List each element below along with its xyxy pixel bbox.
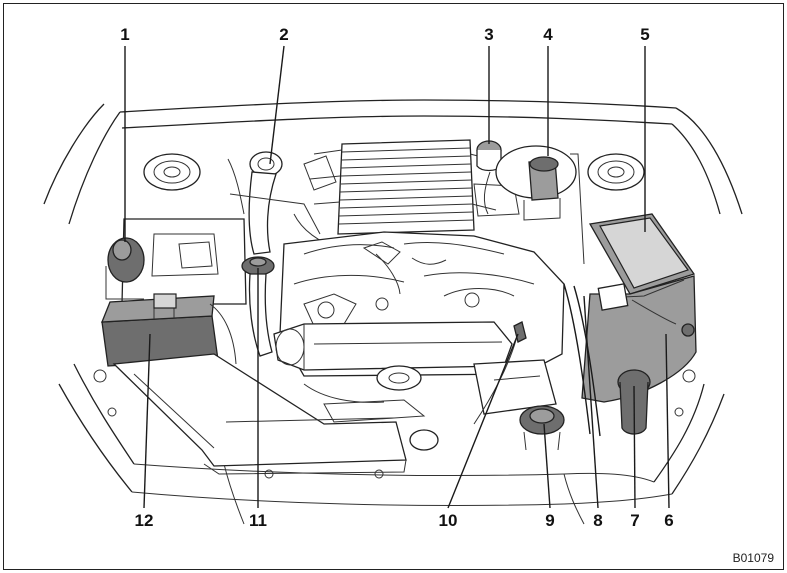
leader-line-9 xyxy=(543,423,551,509)
leader-lines xyxy=(124,45,670,509)
part-5-fuse-box xyxy=(588,213,696,295)
engine-bay-diagram: 1 2 3 4 5 6 7 8 9 10 11 12 B01079 xyxy=(43,25,775,565)
part-3-reservoir xyxy=(473,140,520,217)
part-4-brake-reservoir xyxy=(495,145,585,265)
leader-line-7 xyxy=(633,385,636,509)
left-strut-tower xyxy=(143,153,201,191)
leader-line-12 xyxy=(143,333,151,509)
diagram-frame: 1 2 3 4 5 6 7 8 9 10 11 12 B01079 xyxy=(3,3,784,570)
part-12-battery xyxy=(101,293,237,367)
part-6-coolant-tank xyxy=(581,275,697,403)
intercooler xyxy=(309,139,497,235)
leader-line-8 xyxy=(583,295,599,509)
part-1-washer-tank xyxy=(105,218,247,305)
callout-8: 8 xyxy=(593,511,602,530)
engine-lower-detail xyxy=(303,359,557,451)
right-strut-tower xyxy=(587,153,645,191)
callout-3: 3 xyxy=(484,25,493,44)
mount-bolt xyxy=(107,407,117,417)
part-9-oil-cap xyxy=(519,405,565,451)
callout-1: 1 xyxy=(120,25,129,44)
intake-pipe xyxy=(273,321,513,371)
leader-line-6 xyxy=(665,333,670,509)
callout-7: 7 xyxy=(630,511,639,530)
intake-hose-area xyxy=(227,151,343,255)
callout-5: 5 xyxy=(640,25,649,44)
callout-labels: 1 2 3 4 5 6 7 8 9 10 11 12 xyxy=(120,25,673,530)
callout-6: 6 xyxy=(664,511,673,530)
leader-line-2 xyxy=(269,45,285,165)
mount-bolt xyxy=(674,407,684,417)
mount-bolt xyxy=(682,369,696,383)
leader-line-10 xyxy=(447,333,519,509)
callout-2: 2 xyxy=(279,25,288,44)
air-intake-duct xyxy=(112,353,407,479)
callout-11: 11 xyxy=(249,511,267,530)
callout-12: 12 xyxy=(135,511,154,530)
callout-9: 9 xyxy=(545,511,554,530)
callout-4: 4 xyxy=(543,25,553,44)
part-8-hose xyxy=(563,283,601,437)
engine-bay-outline xyxy=(43,99,743,525)
mount-bolt xyxy=(93,369,107,383)
figure-code: B01079 xyxy=(733,551,775,565)
callout-10: 10 xyxy=(439,511,458,530)
